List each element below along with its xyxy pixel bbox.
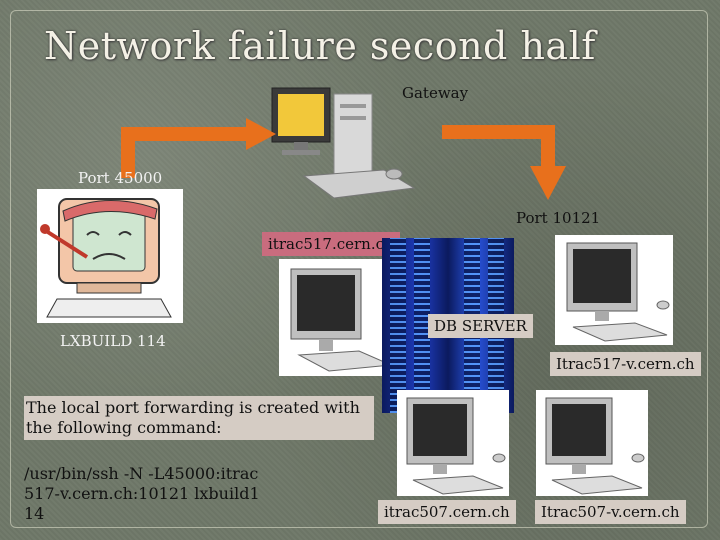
slide-title: Network failure second half — [44, 24, 596, 68]
sick-computer-image — [37, 189, 183, 323]
itrac507v-computer-icon — [536, 390, 648, 496]
port-45000-label: Port 45000 — [78, 169, 163, 187]
lxbuild-label: LXBUILD 114 — [60, 332, 166, 350]
gateway-label: Gateway — [402, 84, 469, 102]
itrac507-computer-icon — [397, 390, 509, 496]
itrac517-computer-icon — [279, 259, 397, 376]
itrac517-label: itrac517.cern.ch — [262, 232, 400, 256]
description-text: The local port forwarding is created wit… — [24, 396, 374, 440]
itrac507v-label: Itrac507-v.cern.ch — [535, 500, 686, 524]
itrac507-label: itrac507.cern.ch — [378, 500, 516, 524]
gateway-computer-icon — [271, 87, 416, 199]
slide-frame — [10, 10, 708, 528]
port-10121-label: Port 10121 — [516, 209, 601, 227]
itrac517v-computer-icon — [555, 235, 673, 345]
command-text: /usr/bin/ssh -N -L45000:itrac517-v.cern.… — [24, 464, 260, 523]
db-server-label: DB SERVER — [428, 314, 533, 338]
itrac517v-label: Itrac517-v.cern.ch — [550, 352, 701, 376]
arrow-right-icon — [442, 125, 566, 200]
arrow-left-icon — [121, 118, 276, 178]
